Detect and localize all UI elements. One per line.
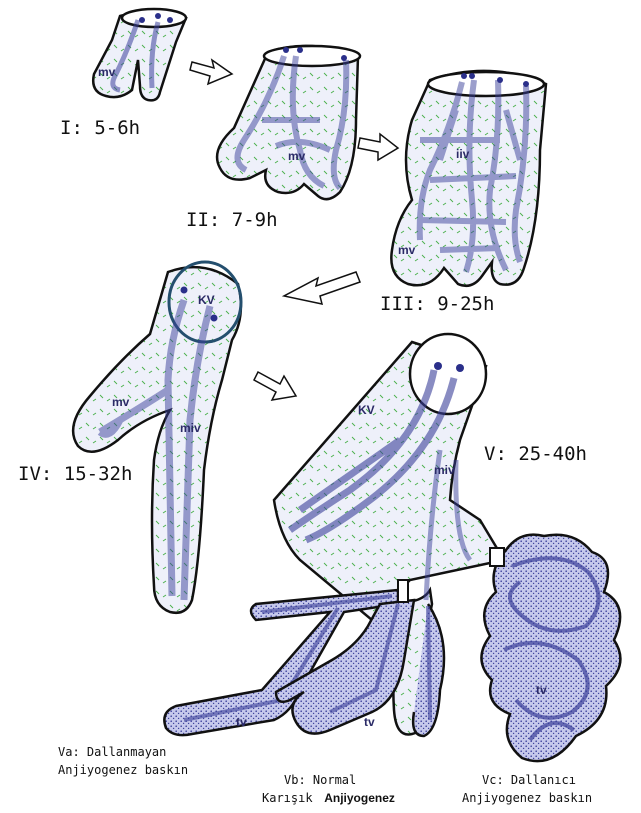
caption-vc-line1: Vc: Dallanıcı	[482, 773, 576, 787]
connector-va	[398, 580, 408, 602]
label-mv-stage4: mv	[112, 395, 130, 409]
label-kv-stage5: KV	[358, 403, 375, 417]
label-tv-va: tv	[236, 715, 247, 729]
caption-vb-line2-a: Karışık	[262, 791, 313, 805]
caption-vc-line2: Anjiyogenez baskın	[462, 791, 592, 805]
branch-vc	[481, 535, 620, 762]
label-tv-vc: tv	[536, 683, 547, 697]
label-miv-stage4: miv	[180, 421, 201, 435]
label-mv-stage3: mv	[398, 243, 416, 257]
caption-vb-line2-b: Anjiyogenez	[324, 791, 395, 805]
arrow-1-to-2	[190, 60, 232, 84]
caption-va-line2: Anjiyogenez baskın	[58, 763, 188, 777]
stage-2-label: II: 7-9h	[186, 209, 278, 231]
connector-vc	[490, 548, 504, 566]
label-miv-stage5: miv	[434, 463, 455, 477]
stage-2-villus	[217, 46, 360, 199]
caption-vb-line1: Vb: Normal	[284, 773, 356, 787]
arrow-3-to-4	[284, 272, 360, 304]
arrow-4-to-5	[254, 372, 296, 400]
stage-4-villus	[73, 262, 241, 613]
stage-4-label: IV: 15-32h	[18, 463, 132, 485]
arrow-2-to-3	[358, 134, 398, 160]
caption-vb-line2: Karışık Anjiyogenez	[262, 787, 395, 806]
label-kv-stage4: KV	[198, 293, 215, 307]
stage-3-label: III: 9-25h	[380, 293, 494, 315]
stage-1-villus	[93, 9, 186, 100]
stage-5-label: V: 25-40h	[484, 443, 587, 465]
label-mv-stage2: mv	[288, 149, 306, 163]
label-mv-stage1: mv	[98, 65, 116, 79]
label-iiv-stage3: iiv	[456, 147, 470, 161]
label-tv-vb: tv	[364, 715, 375, 729]
stage-1-label: I: 5-6h	[60, 117, 140, 139]
caption-va-line1: Va: Dallanmayan	[58, 745, 166, 759]
